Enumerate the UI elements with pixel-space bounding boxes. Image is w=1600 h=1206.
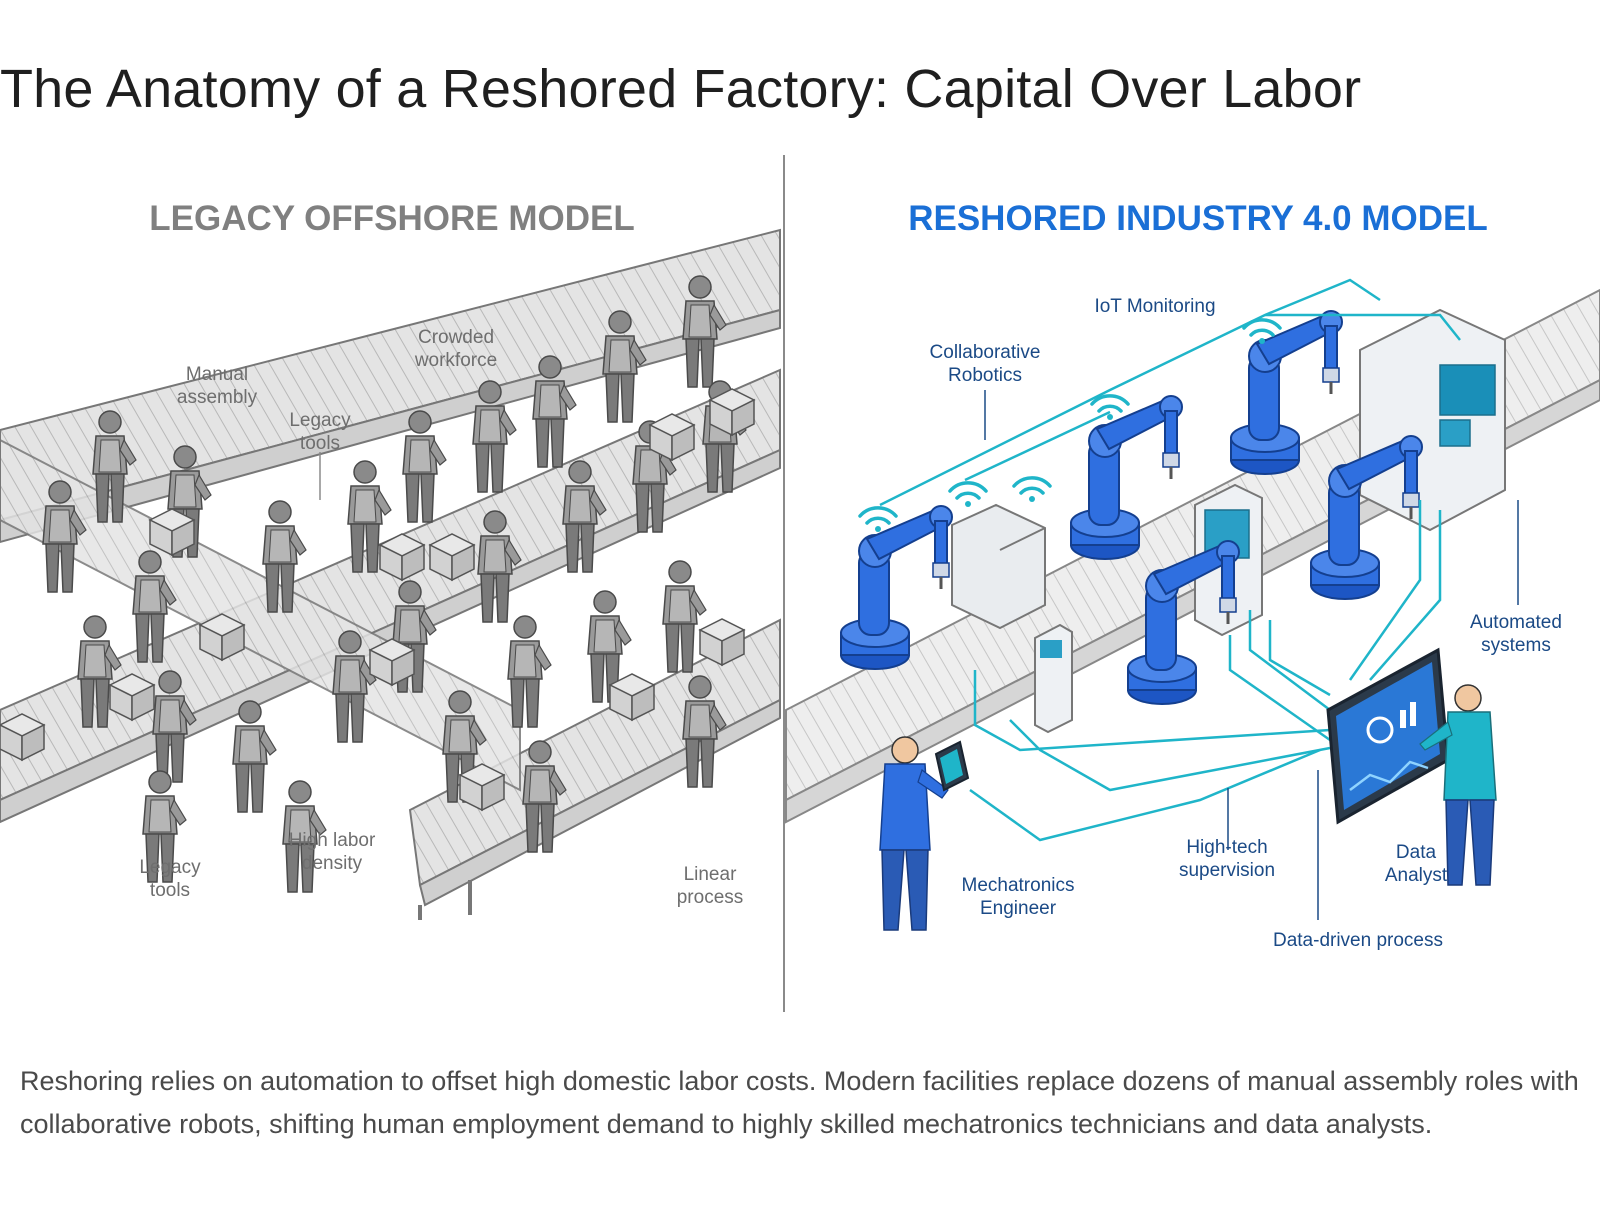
legacy-conveyor-belts	[0, 228, 781, 920]
callout-legacy-tools-bottom: tools	[150, 880, 190, 901]
callout-legacy-tools-top: Legacy	[289, 410, 351, 431]
callout-automated-systems: systems	[1481, 635, 1551, 656]
callout-automated-systems: Automated	[1470, 612, 1562, 633]
callout-data-driven-process: Data-driven process	[1273, 930, 1443, 951]
callout-data-analyst: Data	[1396, 842, 1437, 863]
callout-iot-monitoring: IoT Monitoring	[1094, 296, 1215, 317]
reshored-heading: RESHORED INDUSTRY 4.0 MODEL	[908, 199, 1488, 238]
callout-collaborative-robotics: Robotics	[948, 365, 1022, 386]
callout-linear-process: process	[677, 887, 744, 908]
callout-high-labor-density: High labor	[289, 830, 376, 851]
callout-high-tech-supervision: High-tech	[1186, 837, 1267, 858]
callout-high-tech-supervision: supervision	[1179, 860, 1275, 881]
legacy-heading: LEGACY OFFSHORE MODEL	[149, 199, 635, 238]
callout-linear-process: Linear	[684, 864, 737, 885]
data-analyst-figure	[1419, 684, 1497, 886]
callout-crowded-workforce: workforce	[414, 350, 497, 371]
mechatronics-engineer-figure	[879, 736, 970, 931]
caption-text: Reshoring relies on automation to offset…	[20, 1066, 1579, 1139]
factory-comparison-illustration: LEGACY OFFSHORE MODEL RESHORED INDUSTRY …	[0, 155, 1600, 1012]
callout-data-analyst: Analyst	[1385, 865, 1448, 886]
callout-mechatronics-engineer: Engineer	[980, 898, 1057, 919]
callout-mechatronics-engineer: Mechatronics	[962, 875, 1075, 896]
callout-legacy-tools-top: tools	[300, 433, 340, 454]
callout-collaborative-robotics: Collaborative	[930, 342, 1041, 363]
callout-high-labor-density: density	[302, 853, 363, 874]
data-connector-lines	[879, 278, 1461, 842]
callout-legacy-tools-bottom: Legacy	[139, 857, 201, 878]
callout-crowded-workforce: Crowded	[418, 327, 494, 348]
page-title: The Anatomy of a Reshored Factory: Capit…	[0, 59, 1362, 119]
callout-leader-lines-right	[984, 390, 1519, 920]
callout-manual-assembly: Manual	[186, 364, 248, 385]
callout-manual-assembly: assembly	[177, 387, 258, 408]
